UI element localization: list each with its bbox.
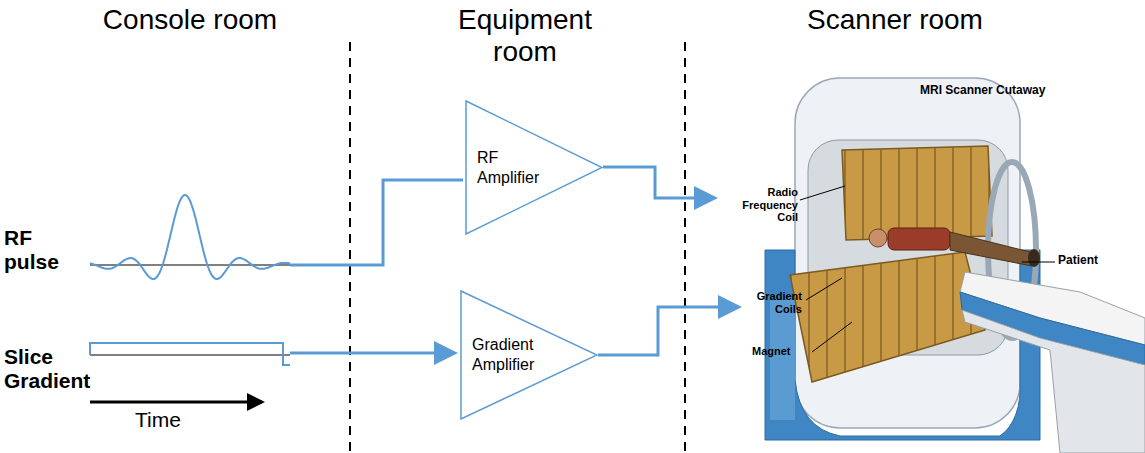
signal-wire: [290, 352, 452, 355]
time-arrow: [90, 401, 262, 404]
gradient-waveform: [90, 343, 290, 365]
baseline: [90, 355, 290, 356]
baseline: [90, 265, 290, 266]
room-heading: Equipment room: [425, 4, 625, 68]
illustration-title: MRI Scanner Cutaway: [920, 84, 1060, 98]
amplifier-label: RF Amplifier: [477, 148, 541, 188]
part-label: Patient: [1058, 254, 1128, 268]
rf-waveform: [90, 195, 290, 279]
signal-wire: [598, 307, 736, 355]
triangle-outline: [460, 290, 598, 420]
part-label: Radio Frequency Coil: [730, 186, 798, 224]
leader-line: [806, 278, 842, 300]
signal-name: Slice Gradient: [4, 345, 90, 393]
signal-wire: [603, 167, 712, 198]
leader-line: [812, 322, 852, 352]
room-heading: Console room: [90, 4, 290, 36]
part-label: Magnet: [752, 345, 812, 358]
room-divider: [349, 42, 351, 453]
part-label: Gradient Coils: [740, 290, 802, 315]
triangle-outline: [465, 100, 603, 235]
signal-name: RF pulse: [4, 226, 84, 274]
leader-line: [1022, 262, 1055, 263]
signal-wire: [290, 180, 463, 265]
room-divider: [684, 42, 686, 453]
room-heading: Scanner room: [795, 4, 995, 36]
amplifier-label: Gradient Amplifier: [472, 335, 536, 375]
mri-scanner: [765, 78, 1145, 453]
amplifier-triangle: Gradient Amplifier: [460, 290, 598, 420]
axis-label: Time: [135, 408, 215, 432]
leader-line: [800, 186, 845, 200]
amplifier-triangle: RF Amplifier: [465, 100, 603, 235]
